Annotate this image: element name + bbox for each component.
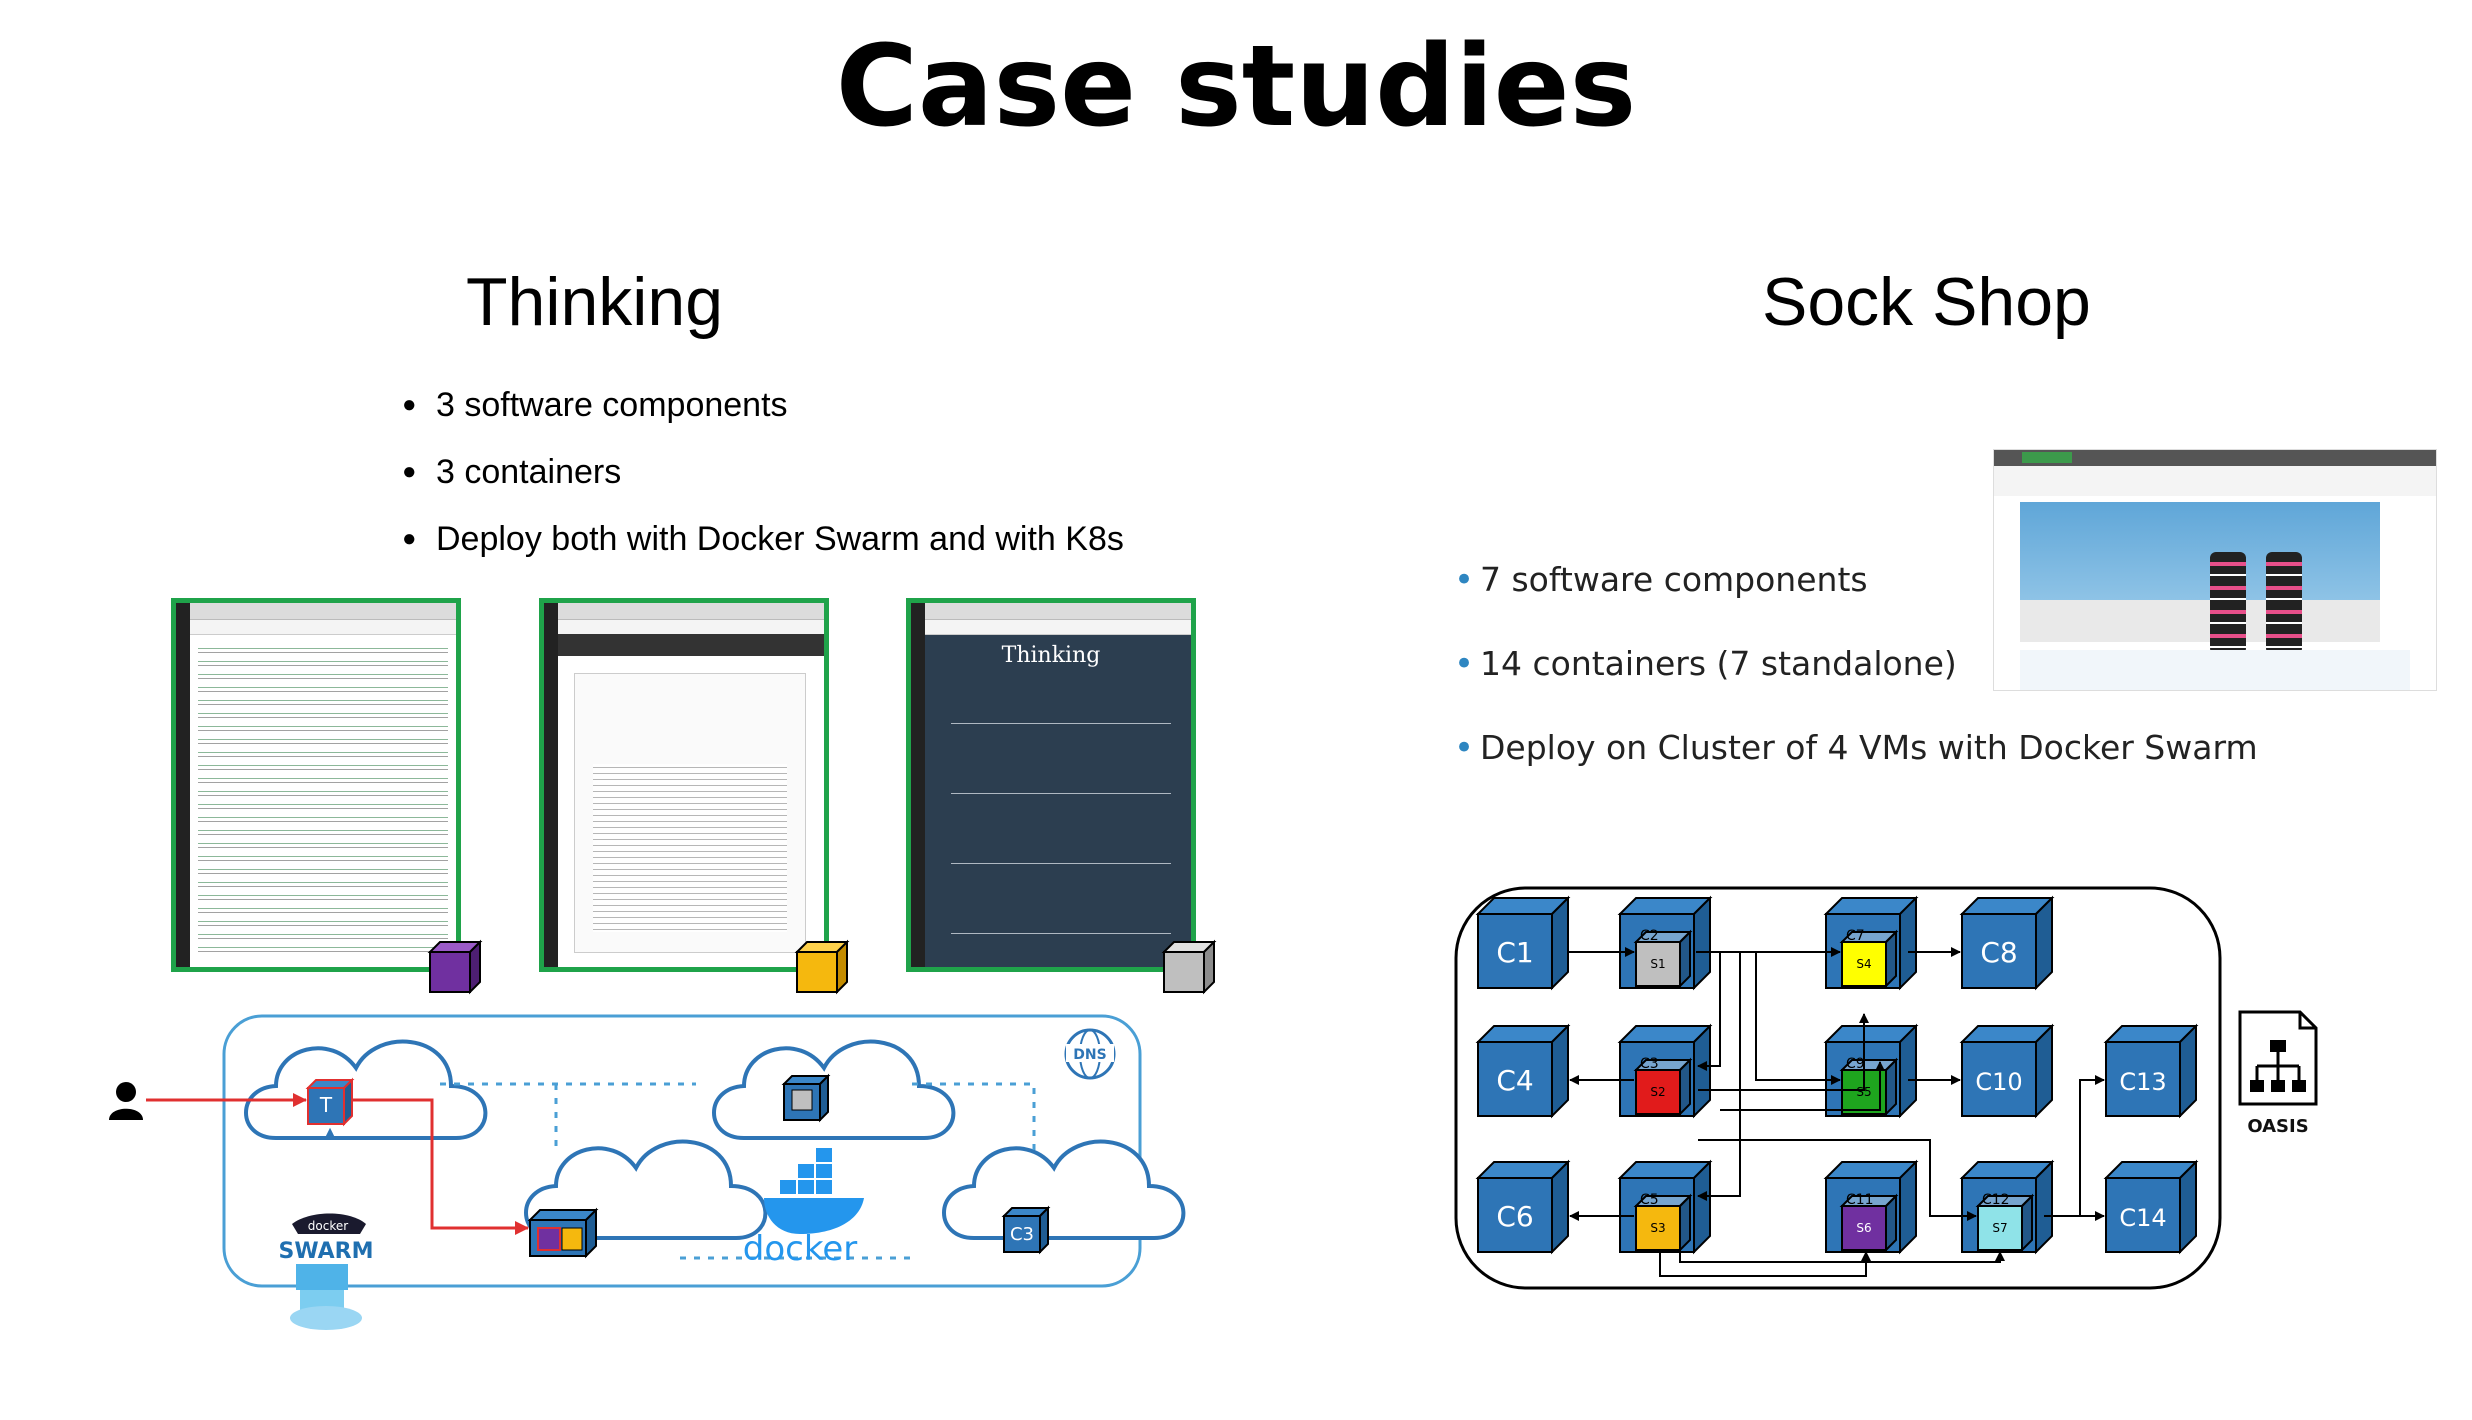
cloud-c3 bbox=[942, 1139, 1186, 1240]
sockshop-connections bbox=[1568, 947, 2105, 1277]
oasis-tosca-icon bbox=[2238, 1010, 2318, 1106]
node-c3-cube bbox=[1001, 1205, 1051, 1255]
docker-swarm-logo bbox=[290, 1213, 366, 1330]
container-c5-label: C5 bbox=[1640, 1192, 1659, 1208]
node-t-label: T bbox=[319, 1093, 333, 1117]
container-cube-purple bbox=[427, 939, 483, 995]
service-s3-label: S3 bbox=[1650, 1221, 1665, 1235]
docker-whale-icon: ▲ bbox=[324, 1123, 337, 1142]
container-c9-label: C9 bbox=[1846, 1056, 1865, 1072]
swarm-label: SWARM bbox=[279, 1239, 374, 1264]
dns-label: DNS bbox=[1073, 1047, 1106, 1063]
sockshop-bullet: 14 containers (7 standalone) bbox=[1454, 639, 2258, 723]
container-cube-grey bbox=[1161, 939, 1217, 995]
service-s5-label: S5 bbox=[1856, 1085, 1871, 1099]
page-title: Case studies bbox=[835, 22, 1637, 152]
thinking-bullet: 3 software components bbox=[402, 380, 1124, 447]
sockshop-bullet: 7 software components bbox=[1454, 555, 2258, 639]
thinking-bullet: 3 containers bbox=[402, 447, 1124, 514]
container-c2-label: C2 bbox=[1640, 928, 1659, 944]
cloud-frontend bbox=[244, 1039, 488, 1140]
container-c3-label: C3 bbox=[1640, 1056, 1659, 1072]
sockshop-website-screenshot bbox=[1993, 449, 2437, 691]
container-c4-label: C4 bbox=[1496, 1064, 1533, 1097]
screenshot-title: Thinking bbox=[1001, 643, 1101, 668]
sockshop-title: Sock Shop bbox=[1762, 264, 2091, 340]
container-c7-label: C7 bbox=[1846, 928, 1865, 944]
container-c1-label: C1 bbox=[1496, 936, 1533, 969]
cloud-top bbox=[712, 1039, 956, 1140]
network-links bbox=[440, 1082, 1036, 1260]
swarm-top-label: docker bbox=[308, 1219, 348, 1233]
grey-service-cube bbox=[781, 1073, 831, 1123]
thinking-bullet: Deploy both with Docker Swarm and with K… bbox=[402, 514, 1124, 581]
container-c14-label: C14 bbox=[2119, 1204, 2166, 1232]
sockshop-bullet-list: 7 software components 14 containers (7 s… bbox=[1454, 555, 2258, 807]
service-s1-label: S1 bbox=[1650, 957, 1665, 971]
request-arrow bbox=[146, 1093, 529, 1235]
node-t-cube bbox=[305, 1077, 355, 1127]
service-s4-label: S4 bbox=[1856, 957, 1871, 971]
thinking-title: Thinking bbox=[466, 264, 724, 340]
docker-logo-icon bbox=[764, 1148, 864, 1234]
container-c12-label: C12 bbox=[1982, 1192, 2010, 1208]
service-s7-label: S7 bbox=[1992, 1221, 2007, 1235]
sockshop-cluster-frame bbox=[1454, 886, 2222, 1290]
thinking-screenshot-frontend: Thinking bbox=[906, 598, 1196, 972]
service-s6-label: S6 bbox=[1856, 1221, 1871, 1235]
thinking-screenshot-api bbox=[171, 598, 461, 972]
service-s2-label: S2 bbox=[1650, 1085, 1665, 1099]
swarm-cluster-frame bbox=[222, 1014, 1142, 1288]
container-c6-label: C6 bbox=[1496, 1200, 1533, 1233]
container-c11-label: C11 bbox=[1846, 1192, 1874, 1208]
thinking-bullet-list: 3 software components 3 containers Deplo… bbox=[402, 380, 1124, 581]
container-c10-label: C10 bbox=[1975, 1068, 2022, 1096]
user-icon bbox=[109, 1082, 143, 1120]
sockshop-bullet: Deploy on Cluster of 4 VMs with Docker S… bbox=[1454, 723, 2258, 807]
node-c3-label: C3 bbox=[1010, 1224, 1034, 1245]
dns-globe-icon bbox=[1064, 1028, 1116, 1080]
container-c8-label: C8 bbox=[1980, 936, 2017, 969]
container-cube-yellow bbox=[794, 939, 850, 995]
thinking-screenshot-manager bbox=[539, 598, 829, 972]
oasis-label: OASIS bbox=[2247, 1116, 2308, 1137]
container-c13-label: C13 bbox=[2119, 1068, 2166, 1096]
manager-cube-group bbox=[527, 1207, 599, 1259]
docker-wordmark: docker bbox=[743, 1229, 857, 1269]
